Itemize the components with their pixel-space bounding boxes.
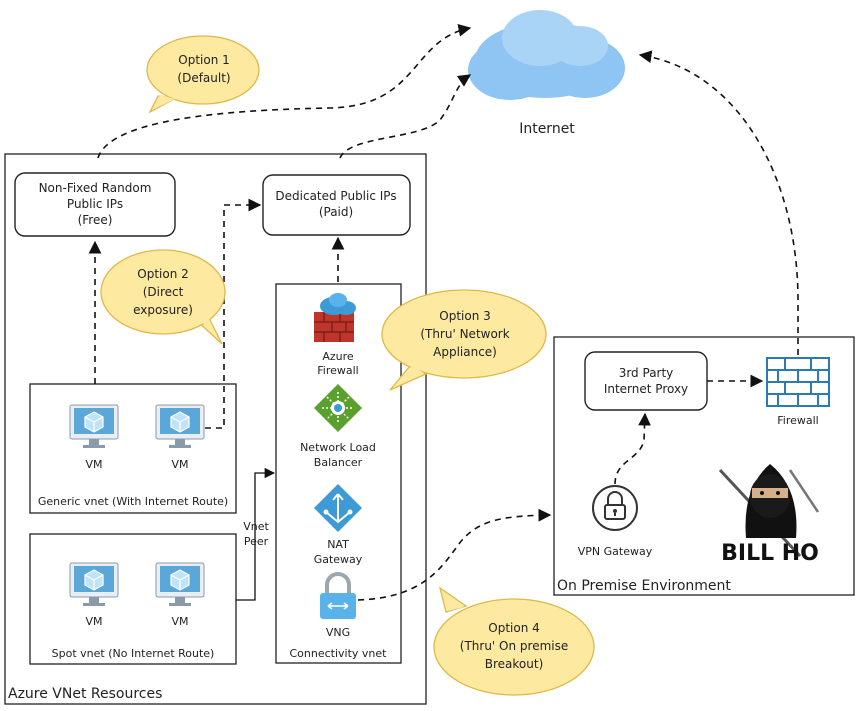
option3-line1: Option 3 bbox=[439, 309, 491, 323]
nat-line2: Gateway bbox=[314, 553, 363, 566]
vng-lock-icon bbox=[320, 572, 356, 619]
public-ips-paid-line2: (Paid) bbox=[319, 205, 353, 219]
logo-text: BILL HO bbox=[721, 541, 819, 566]
azure-frame-title: Azure VNet Resources bbox=[8, 686, 162, 702]
generic-vm2-label: VM bbox=[171, 458, 188, 471]
option2-line1: Option 2 bbox=[137, 267, 189, 281]
vpn-gateway-label: VPN Gateway bbox=[578, 545, 653, 558]
internet-label: Internet bbox=[519, 121, 575, 137]
option2-line2: (Direct bbox=[143, 285, 184, 299]
spot-vnet-frame bbox=[29, 533, 237, 665]
nlb-line2: Balancer bbox=[314, 456, 363, 469]
option3-line2: (Thru' Network bbox=[420, 327, 509, 341]
azure-firewall-line2: Firewall bbox=[317, 364, 358, 377]
generic-vm1-label: VM bbox=[85, 458, 102, 471]
azure-firewall-icon bbox=[314, 293, 356, 342]
vm-icon bbox=[69, 562, 119, 607]
proxy-line1: 3rd Party bbox=[619, 366, 674, 380]
option4-line1: Option 4 bbox=[488, 621, 540, 635]
generic-vnet-label: Generic vnet (With Internet Route) bbox=[38, 495, 228, 508]
connectivity-vnet-label: Connectivity vnet bbox=[290, 647, 388, 660]
nat-line1: NAT bbox=[327, 538, 349, 551]
generic-vnet-frame bbox=[29, 383, 237, 514]
vm-icon bbox=[155, 562, 205, 607]
spot-vnet-label: Spot vnet (No Internet Route) bbox=[52, 647, 215, 660]
public-ips-paid-box bbox=[262, 174, 411, 236]
vm-icon bbox=[155, 404, 205, 449]
network-load-balancer-icon bbox=[314, 384, 362, 432]
azure-vnet-frame bbox=[4, 153, 427, 705]
vng-to-onprem-arrow bbox=[357, 508, 552, 601]
option2-line3: exposure) bbox=[133, 303, 193, 317]
internet-cloud-icon bbox=[468, 10, 625, 100]
connectivity-vnet-frame bbox=[275, 283, 402, 664]
proxy-box bbox=[584, 351, 708, 411]
vpn-to-proxy-arrow bbox=[614, 412, 651, 485]
nat-gateway-icon bbox=[314, 484, 362, 532]
paid-ips-to-internet-arrow bbox=[339, 74, 472, 159]
option3-line3: Appliance) bbox=[433, 345, 497, 359]
spot-vm1-label: VM bbox=[85, 615, 102, 628]
public-ips-free-box bbox=[14, 172, 176, 237]
vm-icon bbox=[69, 404, 119, 449]
option2-bubble bbox=[100, 249, 226, 345]
option1-line1: Option 1 bbox=[178, 53, 230, 67]
free-ips-to-internet-arrow bbox=[97, 23, 472, 159]
option1-bubble bbox=[146, 35, 260, 114]
option4-bubble bbox=[433, 586, 595, 696]
public-ips-free-line1: Non-Fixed Random bbox=[39, 181, 152, 195]
public-ips-free-line3: (Free) bbox=[78, 213, 113, 227]
spot-vm2-label: VM bbox=[171, 615, 188, 628]
on-premise-title: On Premise Environment bbox=[557, 578, 731, 594]
option3-bubble bbox=[381, 289, 547, 391]
vnet-peer-line2: Peer bbox=[244, 535, 269, 548]
public-ips-free-line2: Public IPs bbox=[67, 197, 123, 211]
firewall-brick-icon bbox=[766, 357, 830, 407]
vnet-peer-connector bbox=[236, 467, 276, 601]
bill-ho-logo: BILL HO bbox=[708, 450, 836, 574]
nlb-line1: Network Load bbox=[300, 441, 376, 454]
option4-line2: (Thru' On premise bbox=[460, 639, 568, 653]
proxy-line2: Internet Proxy bbox=[604, 382, 688, 396]
azure-firewall-line1: Azure bbox=[322, 350, 354, 363]
onprem-firewall-label: Firewall bbox=[777, 414, 818, 427]
firewall-to-internet-arrow bbox=[638, 50, 799, 355]
vnet-peer-line1: Vnet bbox=[243, 520, 269, 533]
on-premise-frame bbox=[553, 336, 855, 596]
option1-line2: (Default) bbox=[177, 71, 230, 85]
public-ips-paid-line1: Dedicated Public IPs bbox=[275, 189, 396, 203]
option4-line3: Breakout) bbox=[485, 657, 544, 671]
vng-label: VNG bbox=[326, 626, 350, 639]
vpn-gateway-lock-icon bbox=[592, 485, 638, 531]
